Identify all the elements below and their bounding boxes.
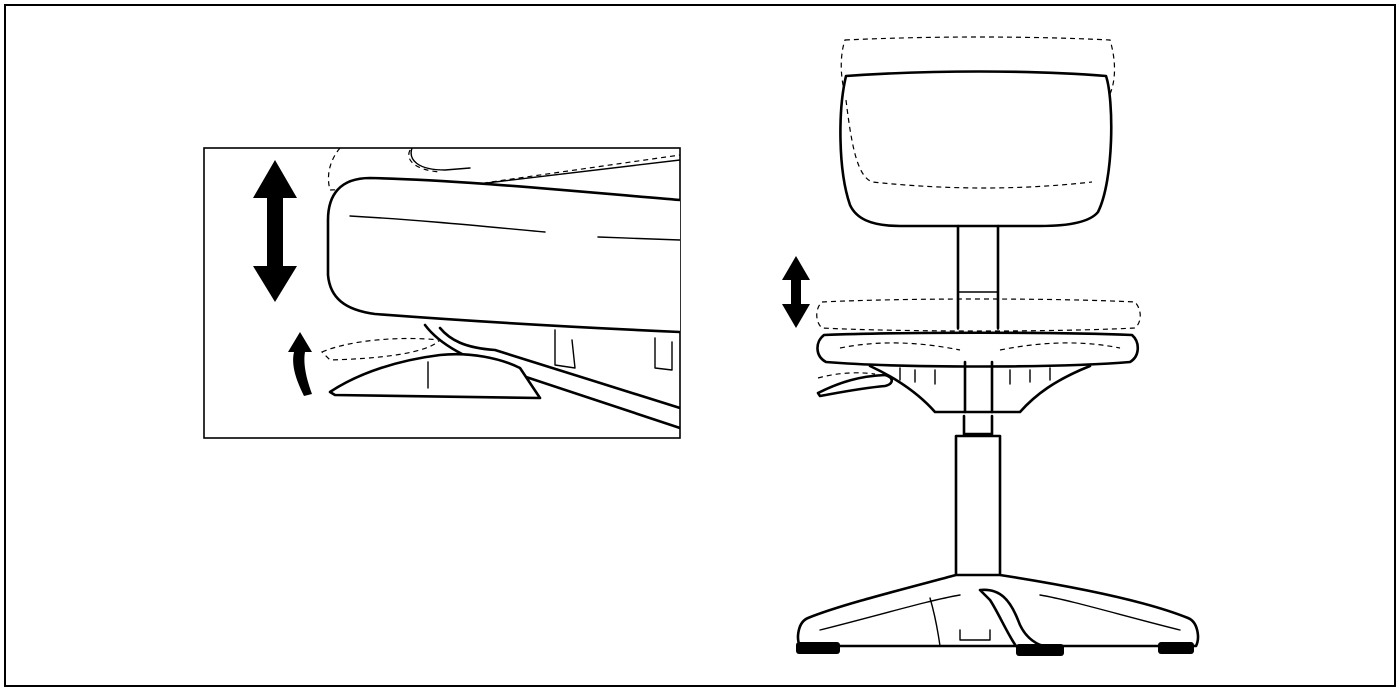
cylinder-top	[962, 414, 994, 436]
inset-seam-2	[597, 236, 680, 241]
glide-left	[796, 642, 840, 654]
base-hub-bottom	[959, 629, 991, 641]
seat-mechanism	[868, 364, 1092, 414]
ghost-backrest-overlay	[845, 99, 1093, 189]
gas-cylinder	[954, 434, 1002, 582]
ghost-lever	[817, 372, 876, 379]
ghost-seat-mechanism	[839, 342, 1121, 351]
inset-bracket-1	[554, 329, 576, 369]
inset-release-lever	[328, 352, 542, 400]
mechanism-brackets	[899, 367, 1051, 385]
inset-rear-line	[469, 159, 680, 186]
inset-mechanism-upper	[438, 326, 680, 410]
inset-seat-cushion	[326, 176, 680, 334]
inset-back-post	[410, 148, 471, 171]
outer-border	[4, 4, 1396, 687]
chair-assembly	[782, 36, 1200, 656]
seat	[816, 331, 1140, 368]
backrest	[839, 70, 1113, 228]
seat-height-arrow-icon	[782, 256, 810, 328]
backrest-post	[956, 224, 1000, 330]
inset-seam-1	[349, 215, 546, 233]
glide-front	[1016, 644, 1064, 656]
glide-right	[1158, 642, 1194, 654]
inset-ghost-seat-top	[327, 148, 680, 191]
inset-curved-arrow-icon	[288, 332, 312, 396]
inset-vertical-arrow-icon	[253, 160, 297, 302]
inset-bracket-2	[654, 337, 673, 371]
height-lever	[816, 373, 894, 398]
inset-ghost-backrest	[408, 149, 441, 173]
detail-inset	[203, 147, 681, 439]
front-leg	[978, 588, 1048, 648]
mechanism-column	[963, 360, 994, 414]
ghost-seat	[816, 298, 1141, 332]
base-seam	[929, 597, 941, 647]
base-legs-top	[819, 594, 1181, 631]
